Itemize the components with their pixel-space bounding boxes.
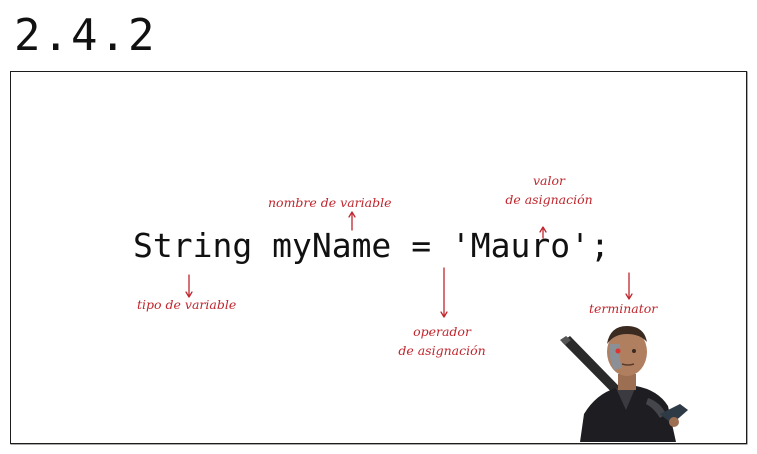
- code-name: myName: [272, 226, 392, 265]
- arrow-variable-name: [348, 211, 356, 231]
- arrow-value: [539, 226, 547, 239]
- label-variable-type: tipo de variable: [137, 297, 237, 312]
- arrow-operator: [440, 267, 448, 318]
- code-type: String: [133, 226, 253, 265]
- label-operator-line1: operador: [413, 324, 471, 339]
- label-operator: operador de asignación: [390, 323, 494, 361]
- code-line: String myName = 'Mauro';: [133, 229, 610, 262]
- code-terminator: ;: [590, 226, 610, 265]
- label-value-line2: de asignación: [505, 191, 593, 207]
- terminator-image: [560, 326, 688, 442]
- label-value-line1: valor: [532, 173, 565, 188]
- label-terminator: terminator: [589, 301, 658, 316]
- arrow-terminator: [625, 272, 633, 300]
- code-value: 'Mauro': [450, 226, 591, 265]
- section-title: 2.4.2: [14, 10, 157, 61]
- label-operator-line2: de asignación: [398, 342, 486, 358]
- code-operator: =: [411, 226, 432, 265]
- label-value: valor de asignación: [497, 172, 601, 210]
- label-variable-name: nombre de variable: [268, 195, 392, 210]
- arrow-variable-type: [185, 274, 193, 298]
